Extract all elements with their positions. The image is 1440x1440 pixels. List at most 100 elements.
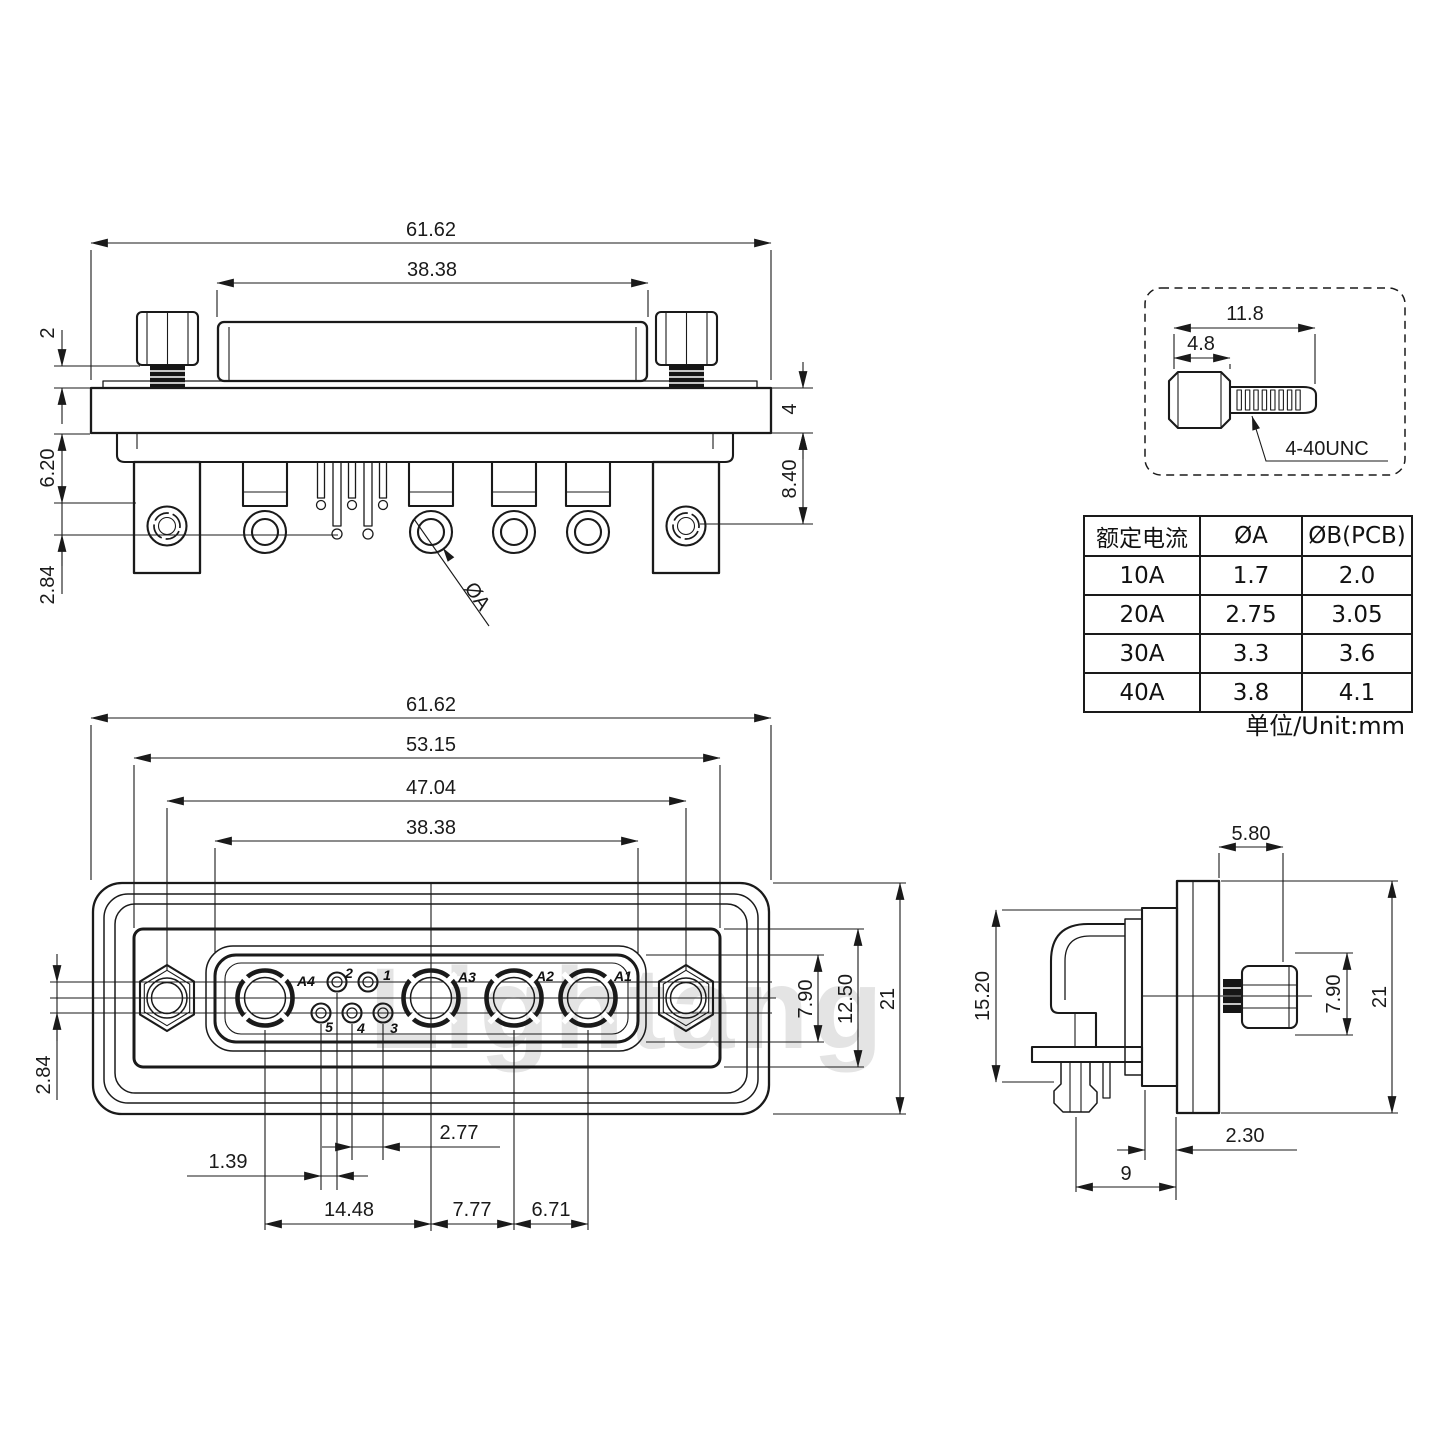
- side-shell-step: [1124, 918, 1143, 1076]
- table-row: 40A 3.8 4.1: [1083, 672, 1413, 713]
- side-elbow-inner: [1064, 935, 1125, 1000]
- front-dim-a4-a3: 14.48: [324, 1199, 374, 1221]
- screw-thread: [1230, 385, 1318, 415]
- front-dim-a2-a1: 6.71: [532, 1199, 571, 1221]
- table-header-row: 额定电流 ØA ØB(PCB): [1083, 515, 1413, 557]
- side-elbow-outer: [1049, 922, 1125, 1047]
- front-dim-faceplate-w: 53.15: [406, 734, 456, 756]
- cell-phi-a: 3.3: [1199, 633, 1303, 674]
- screw-detail: 11.8 4.8 4-40UNC: [1144, 287, 1406, 476]
- top-dim-overall: 61.62: [406, 219, 456, 241]
- thumbscrew-right: [654, 310, 719, 387]
- power-contact-a4-rear: [241, 460, 289, 555]
- cell-current: 40A: [1083, 672, 1201, 713]
- top-dim-pin-len: 8.40: [779, 460, 801, 499]
- col-header-phi-a: ØA: [1199, 515, 1303, 557]
- insulator-body: [115, 433, 735, 464]
- signal-pins-rear: [315, 461, 389, 540]
- pin-label-3: 3: [390, 1020, 398, 1036]
- power-contact-a3-rear: [407, 460, 455, 555]
- phi-a-label: ØA: [460, 578, 495, 615]
- unit-note: 单位/Unit:mm: [1245, 712, 1405, 740]
- cell-phi-a: 3.8: [1199, 672, 1303, 713]
- pin-label-a1: A1: [613, 968, 632, 984]
- front-view: Lightang 61.62 53.15 47.04 38.38 2.84 7.…: [33, 694, 906, 1231]
- power-contact-a3: [401, 968, 461, 1028]
- front-dim-height: 21: [877, 988, 899, 1010]
- front-dim-pin-offset: 1.39: [209, 1151, 248, 1173]
- flange: [89, 386, 773, 435]
- side-mount-plate: [1030, 1045, 1144, 1064]
- cell-phi-a: 1.7: [1199, 555, 1303, 596]
- top-dim-shell: 38.38: [407, 259, 457, 281]
- screw-dim-total: 11.8: [1226, 303, 1263, 325]
- screw-head: [1167, 370, 1232, 430]
- power-contact-a1: [558, 968, 618, 1028]
- table-row: 20A 2.75 3.05: [1083, 594, 1413, 635]
- thread-spec-label: 4-40UNC: [1285, 438, 1368, 460]
- pin-label-a3: A3: [457, 969, 476, 985]
- detail-frame: [1144, 287, 1406, 476]
- col-header-phi-b: ØB(PCB): [1301, 515, 1413, 557]
- cell-phi-b: 4.1: [1301, 672, 1413, 713]
- pin-label-2: 2: [344, 965, 353, 981]
- side-flange: [1175, 879, 1221, 1115]
- cell-current: 10A: [1083, 555, 1201, 596]
- side-thin-pin: [1102, 1061, 1111, 1099]
- power-contact-a2: [484, 968, 544, 1028]
- side-dim-flange-offset: 2.30: [1226, 1125, 1265, 1147]
- signal-pins: [310, 971, 394, 1024]
- front-dim-shell-h: 7.90: [795, 980, 817, 1019]
- power-contact-a2-rear: [490, 460, 538, 555]
- side-view: 5.80 15.20 7.90 21: [972, 823, 1398, 1200]
- front-dim-a3-a2: 7.77: [453, 1199, 492, 1221]
- housing-inner: [114, 903, 748, 1094]
- cell-phi-b: 2.0: [1301, 555, 1413, 596]
- top-dim-pin-step: 2.84: [37, 566, 59, 605]
- side-thumbscrew: [1223, 964, 1299, 1030]
- bracket-left: [132, 460, 202, 575]
- front-dim-shell-w: 38.38: [406, 817, 456, 839]
- dshell-boss: [205, 945, 647, 1052]
- top-view: 61.62 38.38 2 6.20 2.84 4 8.40: [37, 219, 813, 627]
- table-row: 30A 3.3 3.6: [1083, 633, 1413, 674]
- bracket-hole-right: [665, 505, 707, 547]
- mating-shell: [216, 320, 649, 383]
- screw-dim-head: 4.8: [1187, 333, 1215, 355]
- bracket-hole-left: [146, 505, 188, 547]
- table-row: 10A 1.7 2.0: [1083, 555, 1413, 596]
- housing-outer: [91, 881, 771, 1116]
- side-dim-height: 21: [1369, 986, 1391, 1008]
- thumbscrew-left: [135, 310, 200, 387]
- face-plate: [132, 927, 722, 1069]
- hex-nut-right: [657, 963, 715, 1033]
- top-dim-thread-gap: 2: [37, 327, 59, 338]
- cell-current: 30A: [1083, 633, 1201, 674]
- pin-label-a4: A4: [296, 973, 315, 989]
- front-dim-overall: 61.62: [406, 694, 456, 716]
- housing-mid: [103, 893, 759, 1104]
- side-dim-pin-offset: 9: [1120, 1163, 1131, 1185]
- dshell-inner: [224, 962, 629, 1035]
- bracket-right: [651, 460, 721, 575]
- pin-label-4: 4: [356, 1020, 365, 1036]
- power-contact-a1-rear: [564, 460, 612, 555]
- side-dim-protrusion: 5.80: [1232, 823, 1271, 845]
- cell-phi-b: 3.05: [1301, 594, 1413, 635]
- pin-label-5: 5: [325, 1019, 333, 1035]
- spec-table: 额定电流 ØA ØB(PCB) 10A 1.7 2.0 20A 2.75 3.0…: [1083, 515, 1413, 713]
- side-barbed-pin: [1053, 1062, 1098, 1113]
- front-dim-pin-pitch: 2.77: [440, 1122, 479, 1144]
- front-dim-faceplate-h: 12.50: [835, 974, 857, 1024]
- hex-nut-left: [138, 963, 196, 1033]
- side-dim-body-h: 15.20: [972, 971, 994, 1021]
- cell-phi-b: 3.6: [1301, 633, 1413, 674]
- side-dim-screw-h: 7.90: [1323, 975, 1345, 1014]
- top-dim-flange: 4: [779, 403, 801, 414]
- leader-arrow: [443, 548, 455, 562]
- dshell: [213, 953, 640, 1044]
- cell-current: 20A: [1083, 594, 1201, 635]
- front-dim-row-offset: 2.84: [33, 1056, 55, 1095]
